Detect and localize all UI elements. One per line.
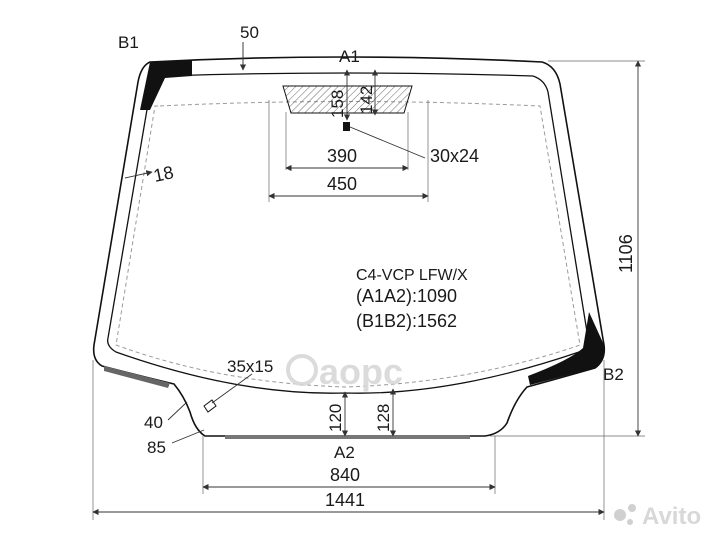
aopc-watermark: аорс [286, 351, 403, 392]
dim-35x15-leader [211, 373, 253, 404]
b1-corner-ceramic [140, 60, 192, 110]
avito-watermark-text: Avito [642, 503, 701, 530]
dim-35x15-label: 35x15 [227, 357, 273, 376]
b2-corner-ceramic [528, 312, 605, 385]
avito-watermark: Avito [614, 503, 701, 530]
dim-450-label: 450 [327, 174, 357, 194]
dim-18-line [124, 170, 153, 179]
b1b2-value: (B1B2):1562 [356, 311, 457, 331]
glass-code: C4-VCP LFW/X [356, 267, 468, 284]
dim-840-label: 840 [330, 465, 360, 485]
dim-50-label: 50 [240, 23, 259, 42]
dim-1106-label: 1106 [616, 234, 636, 273]
mirror-area-hatched [282, 85, 413, 114]
point-b1-label: B1 [118, 33, 139, 52]
dim-40-label: 40 [144, 413, 163, 432]
avito-logo-icon [614, 509, 626, 521]
vin-window [203, 399, 217, 413]
aopc-watermark-text: аорс [319, 351, 403, 392]
dim-128-label: 128 [374, 404, 393, 432]
dim-142-label: 142 [357, 86, 376, 114]
glass-outer-outline [92, 56, 606, 437]
point-a1-label: A1 [339, 47, 360, 66]
visible-area-dashed-line [115, 101, 581, 388]
dim-30x24-leader [349, 126, 426, 159]
dim-85-label: 85 [147, 438, 166, 457]
glass-inner-outline [107, 72, 589, 394]
dim-18-label: 18 [152, 162, 176, 186]
aopc-logo-icon [286, 354, 318, 386]
dim-40-leader [167, 401, 188, 421]
dim-85-leader [171, 429, 205, 444]
point-a2-label: A2 [334, 443, 355, 462]
sensor-square [343, 122, 350, 131]
dim-120-label: 120 [326, 404, 345, 432]
dim-30x24-label: 30x24 [430, 146, 479, 166]
dim-1441-label: 1441 [325, 490, 365, 510]
lower-left-band [104, 366, 170, 388]
dim-158-label: 158 [328, 90, 347, 118]
bottom-band [225, 435, 470, 439]
dim-390-label: 390 [327, 146, 357, 166]
a1a2-value: (A1A2):1090 [356, 286, 457, 306]
point-b2-label: B2 [603, 365, 624, 384]
